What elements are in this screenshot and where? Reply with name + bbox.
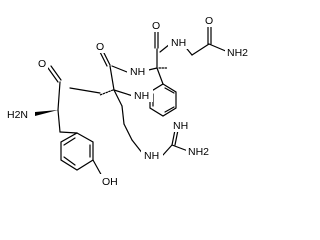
phenyl-ring [149, 83, 177, 117]
atom-label-guan-nh: NH [144, 150, 159, 162]
atom-label-arg-o: O [96, 41, 104, 53]
tyrosine-backbone [35, 65, 101, 133]
glycinamide-group [182, 26, 229, 56]
atom-labels: O NH2 NH O NH O NH O H2N NH NH NH2 OH [5, 14, 255, 188]
atom-label-guan-nh2: NH2 [188, 146, 209, 158]
phenol-ring [59, 131, 104, 179]
atom-label-phe-o: O [152, 20, 160, 32]
atom-label-tyr-o: O [38, 58, 46, 70]
atom-label-gly-amide-o: O [205, 15, 213, 27]
molecule-structure-diagram: O NH2 NH O NH O NH O H2N NH NH NH2 OH [5, 14, 255, 188]
atom-label-tyr-h2n: H2N [7, 109, 28, 121]
atom-label-guan-imine: NH [173, 120, 188, 132]
guanidine-group [162, 129, 189, 156]
atom-label-tyr-oh: OH [102, 176, 118, 188]
atom-label-arg-nh: NH [130, 66, 145, 78]
atom-label-gly-nh: NH [171, 37, 186, 49]
atom-label-gly-amide-nh2: NH2 [227, 47, 248, 59]
molecule-svg: O NH2 NH O NH O NH O H2N NH NH NH2 OH [5, 14, 255, 188]
atom-label-tyr-nh: NH [134, 90, 149, 102]
